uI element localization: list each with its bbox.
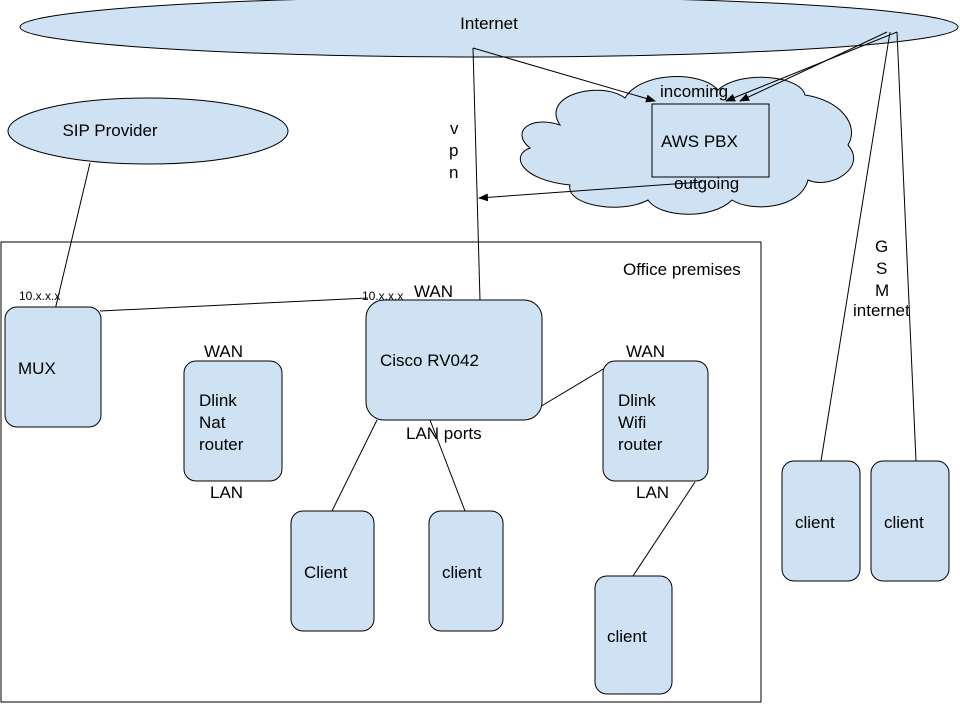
client-label-gsm-2: client — [884, 513, 924, 532]
mux-node — [4, 306, 102, 428]
mux-label: MUX — [18, 359, 56, 378]
dlink-wifi-router-node — [602, 360, 709, 482]
dlink-nat-wan-label: WAN — [204, 342, 243, 361]
cisco-rv042-label: Cisco RV042 — [380, 351, 479, 370]
client-label-gsm-1: client — [795, 513, 835, 532]
client-node-wifi — [594, 575, 673, 695]
link-gsm-client-1 — [820, 31, 891, 462]
gsm-label-g: G — [875, 237, 888, 256]
cisco-ip-label: 10.x.x.x — [362, 289, 403, 303]
internet-node — [19, 0, 959, 58]
internet-label: Internet — [460, 14, 518, 33]
cisco-lan-ports-label: LAN ports — [406, 424, 482, 443]
sip-provider-node — [7, 97, 289, 165]
vpn-label-n: n — [449, 163, 458, 182]
arrow-internet-to-pbx — [472, 47, 656, 103]
arrow-gsm-to-pbx-2 — [725, 31, 898, 102]
incoming-label: incoming — [660, 82, 728, 101]
gsm-label-internet: internet — [853, 301, 910, 320]
link-wifi-client — [632, 481, 696, 577]
link-cisco-client-2 — [429, 419, 466, 512]
dlink-nat-label-2: Nat — [199, 413, 226, 432]
client-node-gsm-2 — [870, 460, 950, 582]
client-node-gsm-1 — [781, 460, 861, 582]
link-gsm-client-2 — [896, 31, 917, 462]
dlink-wifi-label-1: Dlink — [618, 391, 656, 410]
aws-pbx-label: AWS PBX — [661, 132, 738, 151]
dlink-nat-lan-label: LAN — [210, 483, 243, 502]
dlink-nat-router-node — [183, 360, 283, 482]
client-label-cisco-1: Client — [304, 563, 348, 582]
link-cisco-client-1 — [331, 419, 378, 512]
sip-provider-label: SIP Provider — [62, 121, 157, 140]
dlink-wifi-label-2: Wifi — [618, 413, 646, 432]
dlink-nat-label-1: Dlink — [199, 391, 237, 410]
link-cisco-internet-vpn — [472, 47, 481, 301]
arrow-pbx-to-vpn — [478, 181, 703, 202]
mux-ip-label: 10.x.x.x — [19, 289, 60, 303]
gsm-label-m: M — [875, 281, 889, 300]
gsm-label-s: S — [876, 259, 887, 278]
client-label-cisco-2: client — [442, 563, 482, 582]
office-premises-frame — [0, 241, 762, 703]
dlink-wifi-lan-label: LAN — [636, 483, 669, 502]
link-sip-mux — [54, 162, 91, 311]
arrow-gsm-to-pbx-1 — [739, 31, 888, 102]
vpn-label-p: p — [449, 141, 458, 160]
cisco-wan-label: WAN — [414, 282, 453, 301]
dlink-wifi-label-3: router — [618, 435, 663, 454]
aws-pbx-node — [651, 103, 770, 178]
client-label-wifi: client — [607, 627, 647, 646]
outgoing-label: outgoing — [674, 174, 739, 193]
dlink-nat-label-3: router — [199, 435, 244, 454]
dlink-wifi-wan-label: WAN — [626, 342, 665, 361]
link-mux-cisco — [99, 297, 369, 312]
vpn-label-v: v — [450, 119, 459, 138]
cisco-rv042-node — [365, 299, 543, 421]
office-premises-label: Office premises — [623, 260, 741, 279]
client-node-cisco-1 — [290, 510, 375, 632]
client-node-cisco-2 — [428, 510, 504, 632]
